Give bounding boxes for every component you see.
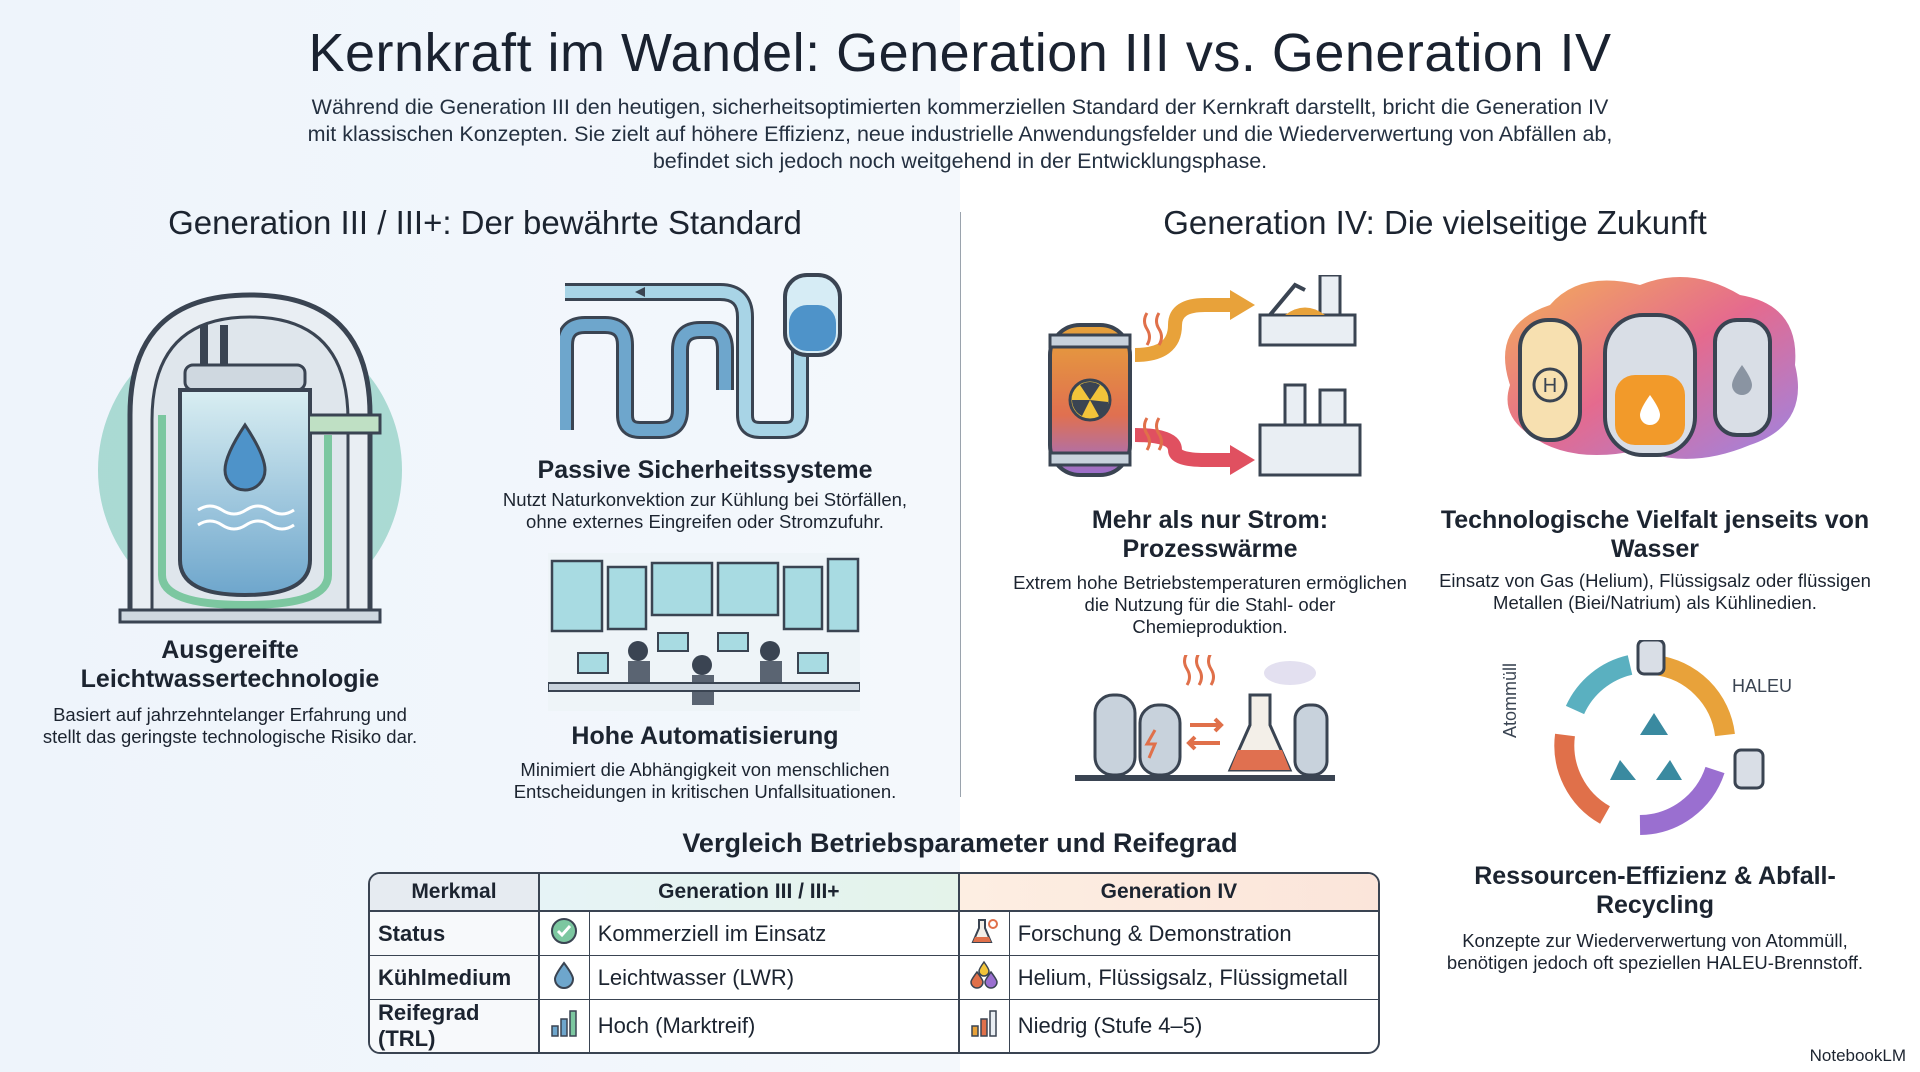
header-gen3: Generation III / III+ xyxy=(539,874,960,912)
feature-automation: Hohe Automatisierung Minimiert die Abhän… xyxy=(480,722,930,803)
cell-gen4: Helium, Flüssigsalz, Flüssigmetall xyxy=(1009,956,1378,1000)
flask-gear-icon xyxy=(959,912,1010,956)
feature-coolant-variety: Technologische Vielfalt jenseits von Was… xyxy=(1430,506,1880,614)
column-divider xyxy=(960,212,961,797)
table-row: Reifegrad (TRL) Hoch (Marktreif) Niedrig… xyxy=(370,1000,1378,1052)
feature-passive: Passive Sicherheitssysteme Nutzt Naturko… xyxy=(480,456,930,533)
table-header-row: Merkmal Generation III / III+ Generation… xyxy=(370,874,1378,912)
recycling-cycle-icon xyxy=(1520,638,1780,855)
feature-desc: Einsatz von Gas (Helium), Flüssigsalz od… xyxy=(1439,570,1871,613)
gen4-heading: Generation IV: Die vielseitige Zukunft xyxy=(1163,204,1707,241)
table-row: Kühlmedium Leichtwasser (LWR) Helium, Fl… xyxy=(370,956,1378,1000)
reactor-vessel-icon xyxy=(80,285,410,630)
feature-desc: Minimiert die Abhängigkeit von menschlic… xyxy=(513,759,897,802)
intro-text: Während die Generation III den heutigen,… xyxy=(307,95,1613,173)
feature-desc: Konzepte zur Wiederverwertung von Atommü… xyxy=(1446,930,1864,973)
gen3-heading: Generation III / III+: Der bewährte Stan… xyxy=(168,204,802,241)
table-caption: Vergleich Betriebsparameter und Reifegra… xyxy=(682,828,1238,858)
check-badge-icon xyxy=(539,912,590,956)
feature-desc: Extrem hohe Betriebstemperaturen ermögli… xyxy=(1013,572,1407,637)
chemistry-exchange-icon xyxy=(1075,652,1335,790)
feature-recycling: Ressourcen-Effizienz & Abfall-Recycling … xyxy=(1430,862,1880,974)
feature-lwr: Ausgereifte Leichtwassertechnologie Basi… xyxy=(40,636,420,748)
cell-gen3: Leichtwasser (LWR) xyxy=(589,956,960,1000)
table-row: Status Kommerziell im Einsatz Forschung … xyxy=(370,912,1378,956)
feature-title: Ausgereifte Leichtwassertechnologie xyxy=(80,636,380,693)
atommuell-label: Atommüll xyxy=(1500,662,1520,738)
h-label: H xyxy=(1543,375,1557,397)
row-label: Kühlmedium xyxy=(370,956,540,1000)
feature-title: Technologische Vielfalt jenseits von Was… xyxy=(1440,506,1870,563)
bar-chart-low-icon xyxy=(960,1000,1010,1052)
bar-chart-high-icon xyxy=(540,1000,590,1052)
cell-gen3: Hoch (Marktreif) xyxy=(590,1000,960,1052)
feature-desc: Basiert auf jahrzehntelanger Erfahrung u… xyxy=(42,704,418,747)
water-drop-icon xyxy=(539,956,590,1000)
feature-desc: Nutzt Naturkonvektion zur Kühlung bei St… xyxy=(502,489,908,532)
feature-title: Passive Sicherheitssysteme xyxy=(537,456,873,484)
comparison-table: Merkmal Generation III / III+ Generation… xyxy=(368,872,1380,1054)
row-label: Reifegrad (TRL) xyxy=(370,1000,540,1052)
header-gen4: Generation IV xyxy=(959,874,1378,912)
feature-title: Mehr als nur Strom: Prozesswärme xyxy=(1091,506,1329,563)
brand-label: NotebookLM xyxy=(1809,1046,1906,1065)
header-merkmal: Merkmal xyxy=(370,874,540,912)
haleu-label: HALEU xyxy=(1732,676,1793,696)
cell-gen3: Kommerziell im Einsatz xyxy=(589,912,960,956)
pipe-system-icon xyxy=(556,270,850,450)
feature-process-heat: Mehr als nur Strom: Prozesswärme Extrem … xyxy=(1010,506,1410,638)
cell-gen4: Niedrig (Stufe 4–5) xyxy=(1017,1013,1203,1038)
page-title: Kernkraft im Wandel: Generation III vs. … xyxy=(308,23,1612,83)
feature-title: Hohe Automatisierung xyxy=(571,722,839,750)
row-label: Status xyxy=(370,912,540,956)
coolant-vessels-icon: H xyxy=(1490,265,1810,470)
control-room-icon xyxy=(547,553,861,716)
drops-icon xyxy=(959,956,1010,1000)
cell-gen4: Forschung & Demonstration xyxy=(1009,912,1378,956)
process-heat-icon xyxy=(1045,273,1365,490)
feature-title: Ressourcen-Effizienz & Abfall-Recycling xyxy=(1474,862,1836,919)
